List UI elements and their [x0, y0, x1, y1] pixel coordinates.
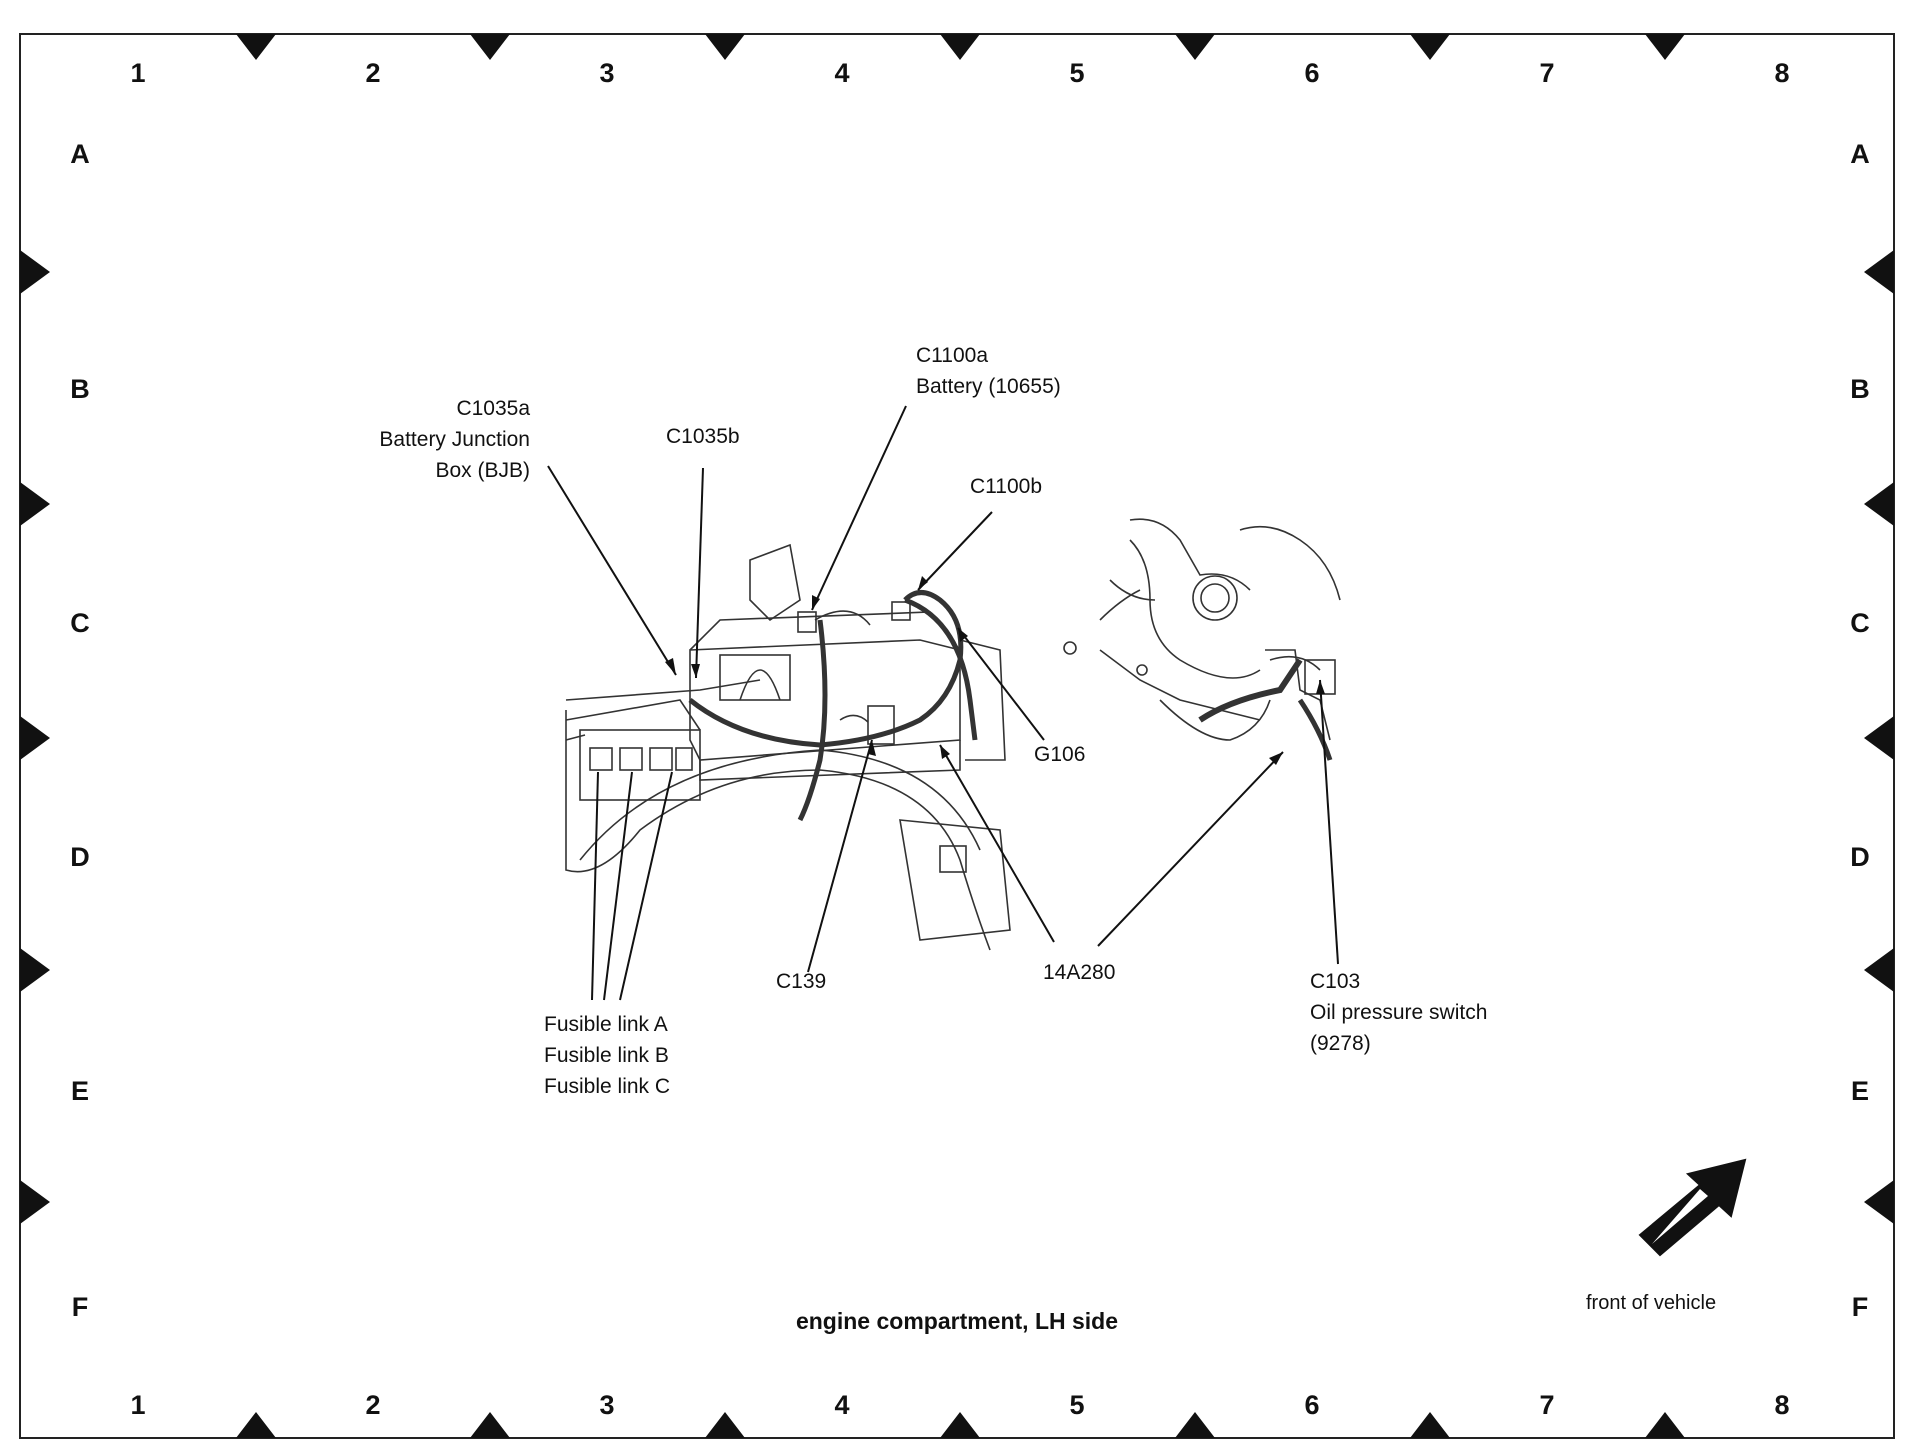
callout-fusible-links: Fusible link A Fusible link B Fusible li…	[544, 1009, 670, 1102]
grid-column-label: 4	[834, 58, 850, 88]
grid-row-label: E	[1850, 1076, 1869, 1106]
grid-row-label: A	[70, 139, 90, 169]
callout-c1100a: C1100a Battery (10655)	[916, 340, 1061, 402]
component-name: Battery Junction	[379, 428, 530, 451]
front-of-vehicle-label: front of vehicle	[1586, 1292, 1717, 1314]
callout-14a280: 14A280	[1043, 961, 1116, 984]
fusible-link-a: Fusible link A	[544, 1013, 668, 1036]
right-grid-markers	[1864, 250, 1894, 1224]
front-arrow-icon	[1638, 1158, 1747, 1257]
grid-column-label: 1	[130, 1390, 146, 1420]
grid-row-label: F	[71, 1292, 89, 1322]
grid-row-label: B	[1850, 374, 1870, 404]
grid-row-label: C	[1850, 608, 1870, 638]
grid-column-label: 8	[1774, 58, 1790, 88]
callout-g106: G106	[1034, 743, 1086, 766]
grid-column-label: 6	[1304, 1390, 1320, 1420]
component-name: Oil pressure switch	[1310, 1001, 1488, 1024]
grid-column-label: 7	[1539, 1390, 1555, 1420]
connector-id: C1035a	[456, 397, 530, 420]
part-number: (9278)	[1310, 1032, 1371, 1055]
connector-id: C1100a	[916, 344, 989, 367]
callout-c139: C139	[776, 970, 827, 993]
grid-row-label: E	[70, 1076, 89, 1106]
diagram-title: engine compartment, LH side	[795, 1308, 1119, 1334]
grid-row-label: A	[1850, 139, 1870, 169]
grid-column-label: 5	[1069, 58, 1085, 88]
fusible-link-c: Fusible link C	[544, 1075, 671, 1098]
grid-column-label: 7	[1539, 58, 1555, 88]
grid-row-label: D	[70, 842, 90, 872]
fusible-link-b: Fusible link B	[544, 1044, 669, 1067]
grid-column-label: 5	[1069, 1390, 1085, 1420]
grid-row-label: C	[70, 608, 90, 638]
callout-c103: C103 Oil pressure switch (9278)	[1310, 966, 1487, 1059]
grid-column-label: 2	[365, 1390, 381, 1420]
grid-row-label: F	[1851, 1292, 1869, 1322]
callout-c1035a: C1035a Battery Junction Box (BJB)	[330, 393, 530, 486]
grid-row-label: D	[1850, 842, 1870, 872]
left-grid-markers	[20, 250, 50, 1224]
grid-column-label: 1	[130, 58, 146, 88]
grid-column-label: 2	[365, 58, 381, 88]
grid-row-label: B	[70, 374, 90, 404]
grid-column-label: 6	[1304, 58, 1320, 88]
diagram-border	[19, 33, 1895, 1439]
grid-column-label: 4	[834, 1390, 850, 1420]
callout-leader-lines	[547, 405, 1339, 1001]
callout-arrowheads	[665, 576, 1325, 765]
connector-id: C103	[1310, 970, 1361, 993]
grid-column-label: 8	[1774, 1390, 1790, 1420]
engine-compartment-illustration	[565, 518, 1341, 951]
component-name: Box (BJB)	[435, 459, 530, 482]
component-name: Battery (10655)	[916, 375, 1061, 398]
grid-column-label: 3	[599, 58, 615, 88]
bottom-grid-markers	[236, 1412, 1685, 1438]
top-grid-markers	[236, 34, 1685, 60]
grid-column-label: 3	[599, 1390, 615, 1420]
callout-c1035b: C1035b	[666, 425, 740, 448]
callout-c1100b: C1100b	[970, 475, 1043, 498]
